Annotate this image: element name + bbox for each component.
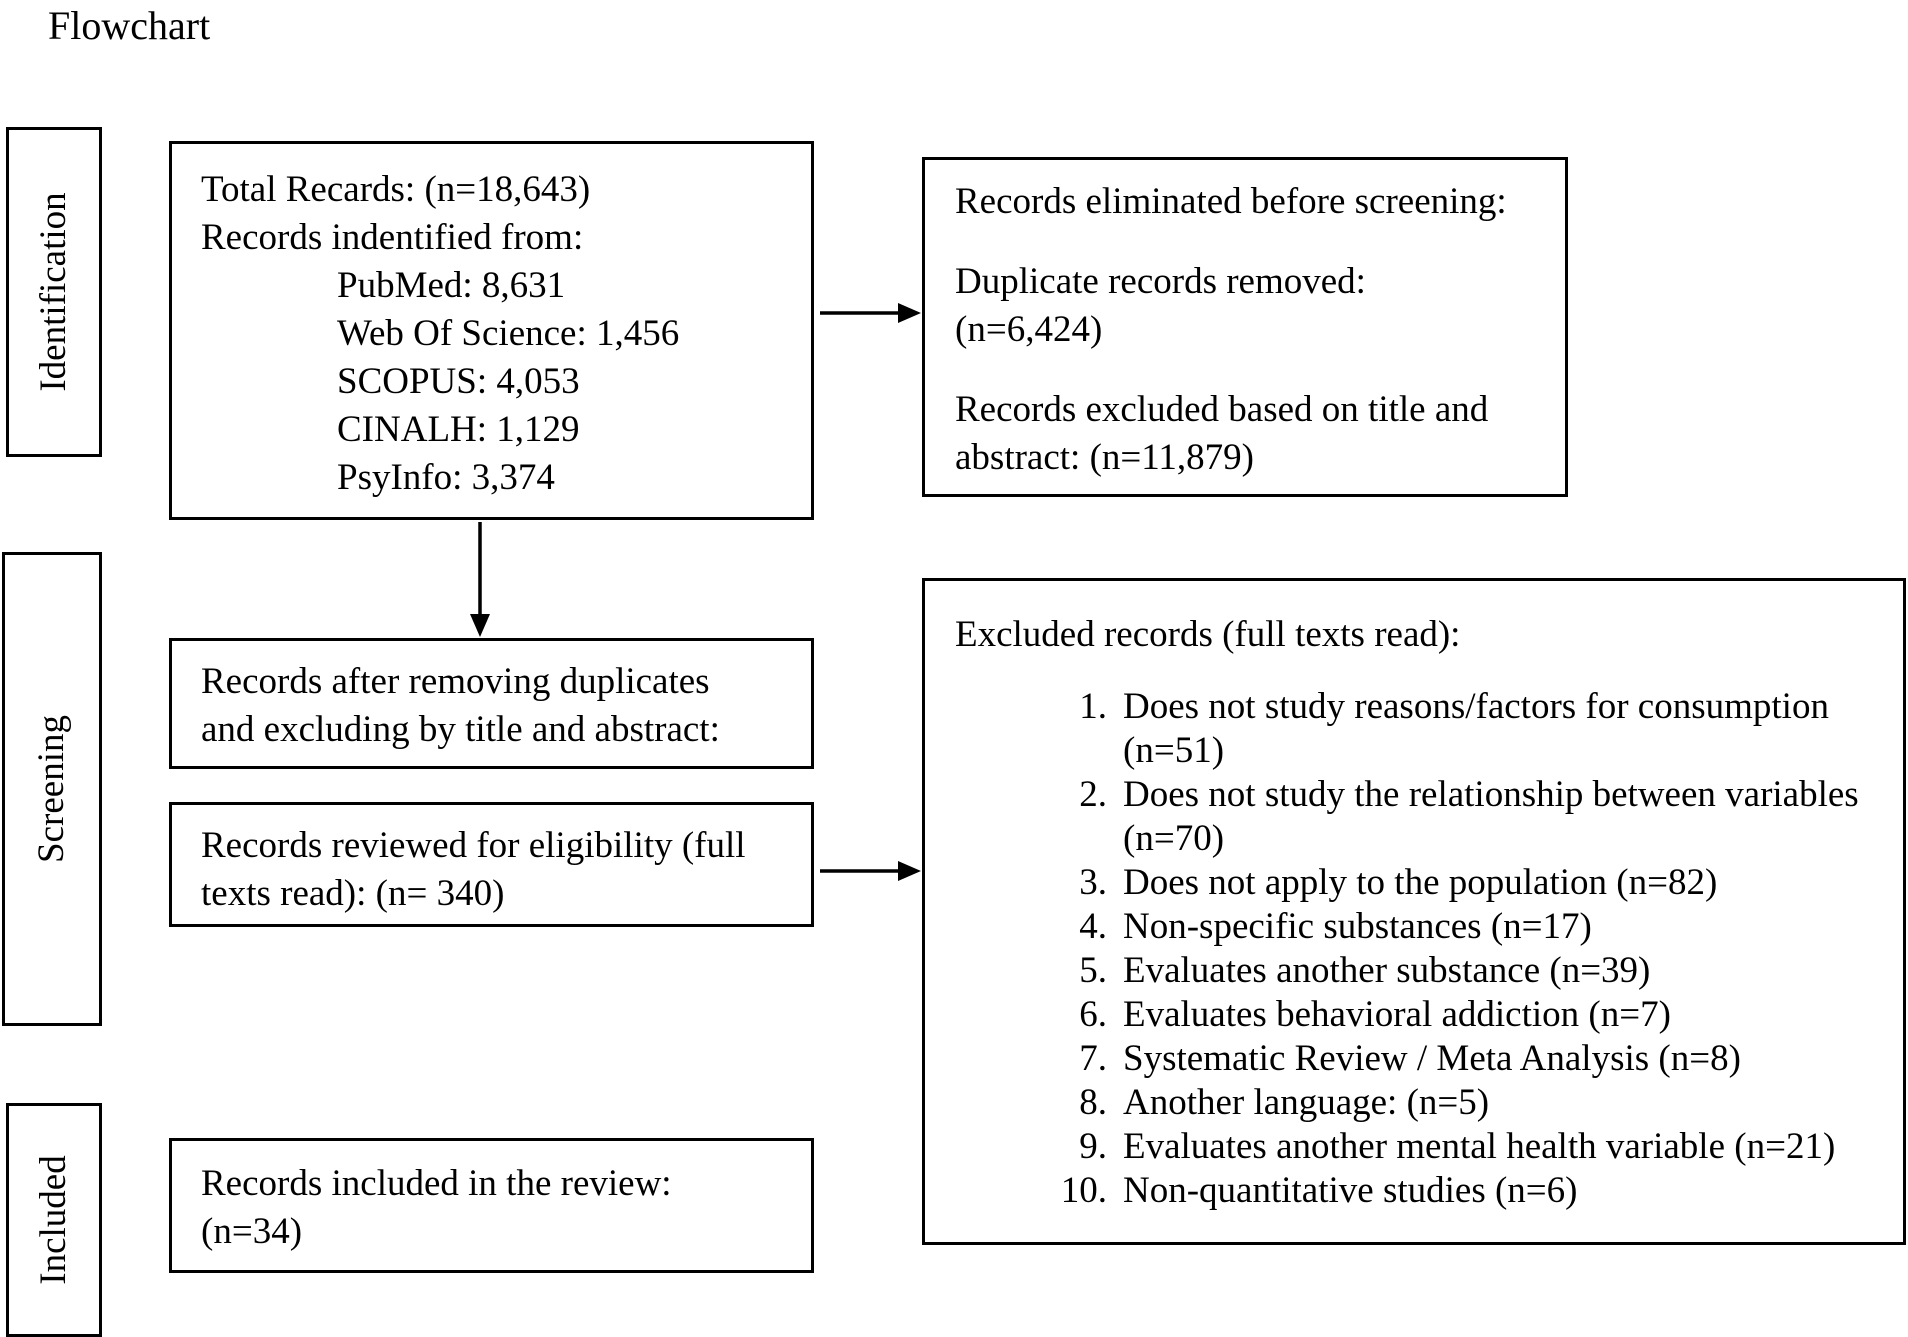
exclusion-reason-number: 8. (1079, 1082, 1107, 1123)
included-line2: (n=34) (201, 1211, 303, 1252)
exclusion-reason-text: Another language: (n=5) (1123, 1082, 1490, 1123)
arrow-identification-to-eliminated (820, 303, 921, 323)
exclusion-reason-item: 6. Evaluates behavioral addiction (n=7) (955, 993, 1903, 1037)
exclusion-reason-item: 4. Non-specific substances (n=17) (955, 905, 1903, 949)
exclusion-reason-number: 7. (1079, 1038, 1107, 1079)
exclusion-reason-number: 5. (1079, 950, 1107, 991)
phase-screening: Screening (2, 552, 102, 1026)
eliminated-heading: Records eliminated before screening: (955, 181, 1507, 222)
exclusion-reason-number: 2. (1079, 774, 1107, 815)
exclusion-reason-text: Does not apply to the population (n=82) (1123, 862, 1718, 903)
after-removing-line1: Records after removing duplicates (201, 661, 710, 702)
exclusion-reason-text: Evaluates behavioral addiction (n=7) (1123, 994, 1671, 1035)
arrow-identification-to-after-removing (470, 522, 490, 637)
exclusion-reasons-list: 1. Does not study reasons/factors for con… (955, 685, 1903, 1213)
exclusion-reason-count: (n=51) (1123, 730, 1225, 771)
exclusion-reason-item: 8. Another language: (n=5) (955, 1081, 1903, 1125)
included-line1: Records included in the review: (201, 1163, 672, 1204)
exclusion-reason-number: 3. (1079, 862, 1107, 903)
exclusion-reason-item: 1. Does not study reasons/factors for con… (955, 685, 1903, 773)
page-title: Flowchart (48, 3, 211, 48)
exclusion-reason-number: 4. (1079, 906, 1107, 947)
exclusion-reason-item: 2. Does not study the relationship betwee… (955, 773, 1903, 861)
duplicates-label: Duplicate records removed: (955, 261, 1366, 302)
exclusion-reason-text: Does not study reasons/factors for consu… (1123, 686, 1829, 727)
exclusion-reason-text: Evaluates another mental health variable… (1123, 1126, 1836, 1167)
sources-heading: Records indentified from: (201, 217, 584, 258)
excluded-title-abstract-line2: abstract: (n=11,879) (955, 437, 1254, 478)
reviewed-line2: texts read): (n= 340) (201, 873, 505, 914)
exclusion-reason-text: Evaluates another substance (n=39) (1123, 950, 1651, 991)
identification-box: Total Recards: (n=18,643) Records indent… (169, 141, 814, 520)
exclusion-reason-number: 9. (1079, 1126, 1107, 1167)
exclusion-reason-number: 6. (1079, 994, 1107, 1035)
source-scopus: SCOPUS: 4,053 (337, 361, 580, 402)
phase-included: Included (6, 1103, 102, 1337)
excluded-title-abstract-line1: Records excluded based on title and (955, 389, 1489, 430)
arrow-reviewed-to-excluded (820, 861, 921, 881)
included-box: Records included in the review: (n=34) (169, 1138, 814, 1273)
exclusion-reason-text: Non-quantitative studies (n=6) (1123, 1170, 1578, 1211)
excluded-full-box: Excluded records (full texts read): 1. Do… (922, 578, 1906, 1245)
exclusion-reason-item: 5. Evaluates another substance (n=39) (955, 949, 1903, 993)
excluded-full-heading: Excluded records (full texts read): (955, 614, 1461, 655)
source-web-of-science: Web Of Science: 1,456 (337, 313, 680, 354)
exclusion-reason-number: 1. (1079, 686, 1107, 727)
exclusion-reason-text: Non-specific substances (n=17) (1123, 906, 1592, 947)
after-removing-line2: and excluding by title and abstract: (201, 709, 720, 750)
reviewed-box: Records reviewed for eligibility (full t… (169, 802, 814, 927)
reviewed-line1: Records reviewed for eligibility (full (201, 825, 746, 866)
exclusion-reason-count: (n=70) (1123, 818, 1225, 859)
source-pubmed: PubMed: 8,631 (337, 265, 566, 306)
exclusion-reason-text: Does not study the relationship between … (1123, 774, 1859, 815)
after-removing-box: Records after removing duplicates and ex… (169, 638, 814, 769)
source-cinalh: CINALH: 1,129 (337, 409, 580, 450)
phase-identification: Identification (6, 127, 102, 457)
exclusion-reason-item: 7. Systematic Review / Meta Analysis (n=8… (955, 1037, 1903, 1081)
exclusion-reason-text: Systematic Review / Meta Analysis (n=8) (1123, 1038, 1741, 1079)
exclusion-reason-item: 10. Non-quantitative studies (n=6) (955, 1169, 1903, 1213)
exclusion-reason-item: 9. Evaluates another mental health variab… (955, 1125, 1903, 1169)
total-records: Total Recards: (n=18,643) (201, 169, 591, 210)
duplicates-count: (n=6,424) (955, 309, 1103, 350)
eliminated-box: Records eliminated before screening: Dup… (922, 157, 1568, 497)
exclusion-reason-item: 3. Does not apply to the population (n=82… (955, 861, 1903, 905)
source-psyinfo: PsyInfo: 3,374 (337, 457, 555, 498)
exclusion-reason-number: 10. (1060, 1170, 1107, 1211)
